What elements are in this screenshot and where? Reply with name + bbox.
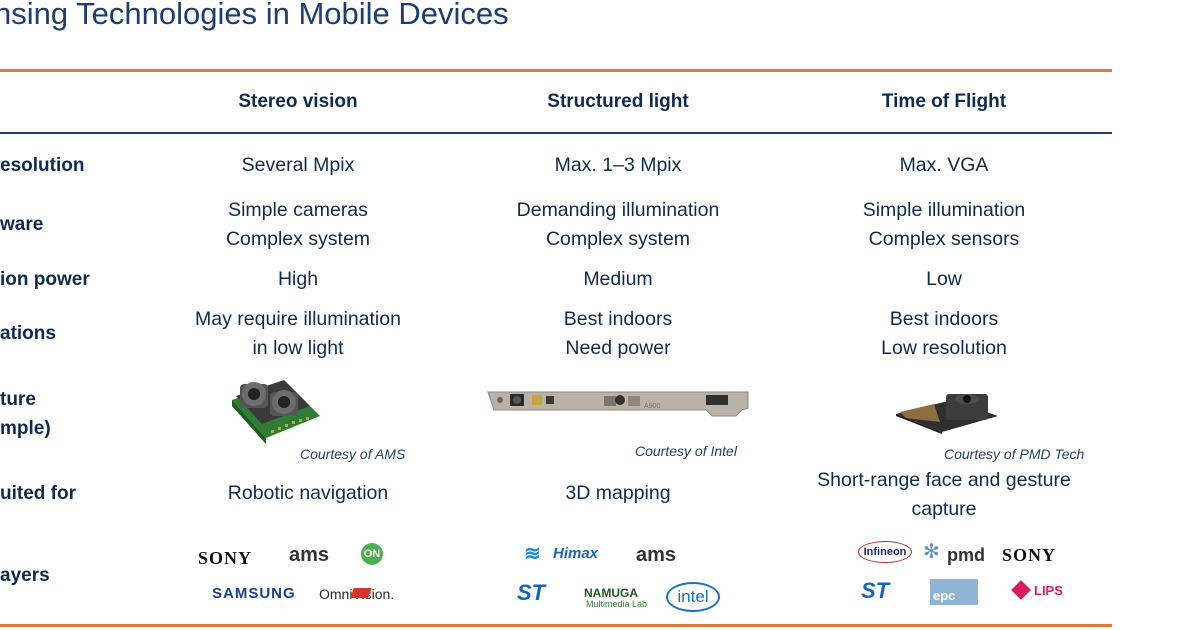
cell-limitations-structured: Best indoors Need power (563, 308, 673, 359)
pmd-logo: pmd (947, 545, 985, 565)
page-title: nsing Technologies in Mobile Devices (0, 0, 509, 31)
tof-camera-module-image (896, 394, 998, 434)
infineon-logo: Infineon (858, 541, 912, 563)
cell-hardware-tof: Simple illumination Complex sensors (862, 199, 1026, 250)
cell-hardware-stereo: Simple cameras Complex system (225, 199, 371, 250)
cell-limitations-tof: Best indoors Low resolution (881, 308, 1007, 359)
samsung-logo: SAMSUNG (212, 585, 296, 602)
courtesy-pmd: Courtesy of PMD Tech (944, 446, 1085, 462)
column-header-stereo-vision: Stereo vision (238, 91, 358, 112)
cell-resolution-stereo: Several Mpix (241, 154, 355, 176)
himax-logo: Himax (553, 545, 599, 562)
row-label-resolution: esolution (0, 155, 85, 176)
bottom-divider (0, 624, 1112, 627)
row-label-limitations: ations (0, 323, 56, 344)
stereo-camera-module-image (232, 380, 320, 444)
column-header-structured-light: Structured light (547, 91, 689, 112)
row-label-players: ayers (0, 565, 50, 586)
cell-power-stereo: High (277, 268, 319, 290)
cell-hardware-structured: Demanding illumination Complex system (516, 199, 720, 250)
pmd-gear-icon: ✻ (923, 541, 940, 563)
ams-logo-structured: ams (636, 544, 677, 566)
cell-suited-tof: Short-range face and gesture capture (817, 469, 1071, 520)
st-logo-tof: ST (861, 578, 890, 603)
sony-logo-tof: SONY (1002, 545, 1057, 565)
intel-realsense-module-image: A900 (487, 391, 749, 417)
row-label-suited-for: uited for (0, 483, 76, 504)
svg-text:A900: A900 (644, 403, 660, 410)
cell-resolution-tof: Max. VGA (899, 154, 989, 176)
namuga-sublabel: Multimedia Lab (586, 599, 648, 609)
ams-logo: ams (289, 544, 330, 566)
courtesy-intel: Courtesy of Intel (635, 443, 737, 459)
top-divider (0, 69, 1112, 72)
himax-mark-icon: ≋ (524, 543, 541, 565)
on-semiconductor-logo: ON (361, 543, 383, 565)
courtesy-ams: Courtesy of AMS (300, 446, 406, 462)
cell-suited-stereo: Robotic navigation (227, 482, 389, 504)
cell-power-structured: Medium (583, 268, 653, 290)
header-divider (0, 132, 1112, 134)
namuga-logo: NAMUGA (584, 586, 638, 600)
cell-resolution-structured: Max. 1–3 Mpix (554, 154, 682, 176)
intel-logo: intel (666, 582, 720, 612)
row-label-hardware: ware (0, 214, 44, 235)
row-label-picture: ture mple) (0, 389, 51, 439)
cell-suited-structured: 3D mapping (565, 482, 671, 504)
st-logo: ST (517, 580, 546, 605)
epc-logo: epc (930, 579, 978, 605)
column-header-time-of-flight: Time of Flight (881, 91, 1007, 112)
lips-mark-icon (1011, 580, 1031, 600)
cell-limitations-stereo: May require illumination in low light (195, 308, 401, 359)
sony-logo: SONY (198, 548, 253, 568)
row-label-power: ion power (0, 269, 90, 290)
lips-logo: LIPS (1034, 583, 1063, 598)
cell-power-tof: Low (926, 268, 962, 290)
omnivision-mark-icon (350, 588, 372, 598)
